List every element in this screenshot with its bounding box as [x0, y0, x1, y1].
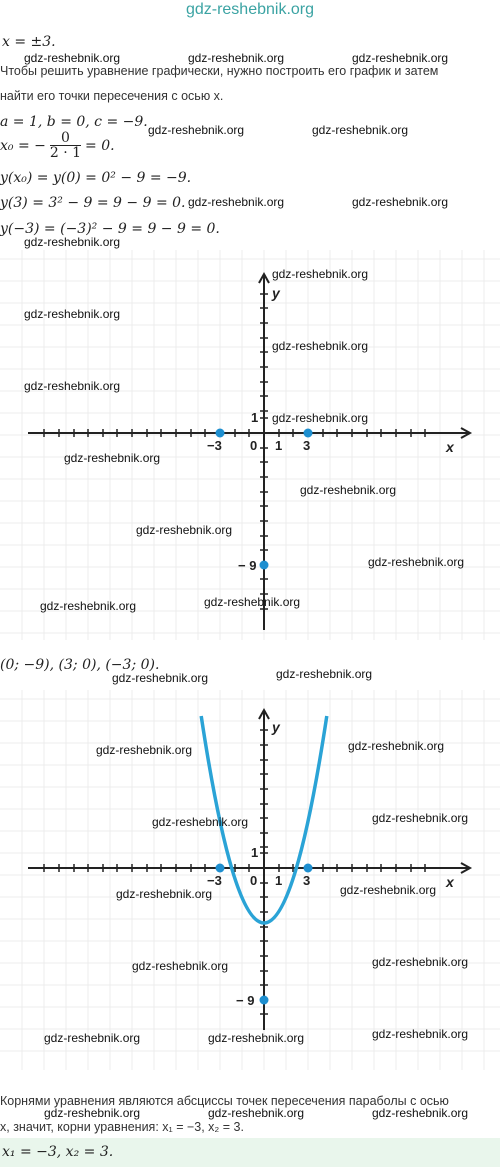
watermark: gdz-reshebnik.org	[352, 195, 449, 209]
conclusion-line-2: x, значит, корни уравнения: x₁ = −3, x₂ …	[0, 1120, 244, 1134]
watermark: gdz-reshebnik.org	[24, 51, 121, 65]
watermark: gdz-reshebnik.org	[372, 1027, 469, 1041]
watermark: gdz-reshebnik.org	[272, 339, 369, 353]
points-list-line: (0; −9), (3; 0), (−3; 0).	[0, 657, 160, 673]
point-0-minus9	[259, 995, 269, 1005]
watermark: gdz-reshebnik.org	[148, 123, 245, 137]
vertex-x-left: x₀ = −	[0, 138, 46, 154]
graph-parabola: x y 0 1 1 −3 3 − 9	[0, 690, 500, 1070]
watermark: gdz-reshebnik.org	[312, 123, 409, 137]
y-axis-arrow	[258, 707, 270, 720]
watermark: gdz-reshebnik.org	[188, 51, 285, 65]
watermark: gdz-reshebnik.org	[272, 267, 369, 281]
watermark: gdz-reshebnik.org	[64, 451, 161, 465]
watermark: gdz-reshebnik.org	[152, 815, 249, 829]
point-0-minus9	[259, 560, 269, 570]
instruction-line-2: найти его точки пересечения с осью x.	[0, 89, 224, 103]
x-tick-1-label: 1	[275, 873, 282, 888]
watermark: gdz-reshebnik.org	[348, 739, 445, 753]
point-minus3-0	[215, 428, 225, 438]
watermark: gdz-reshebnik.org	[300, 483, 397, 497]
origin-label: 0	[250, 438, 257, 453]
watermark: gdz-reshebnik.org	[24, 235, 121, 249]
graph-points: x y 0 1 1 −3 3 − 9	[0, 250, 500, 640]
roots-line: x = ±3.	[2, 34, 56, 50]
point-label-3: 3	[303, 438, 310, 453]
origin-label: 0	[250, 873, 257, 888]
grid	[0, 250, 500, 640]
y-at-3-line: y(3) = 3² − 9 = 9 − 9 = 0.	[0, 195, 186, 211]
grid	[0, 690, 500, 1070]
axis-ticks	[43, 729, 426, 1015]
watermark: gdz-reshebnik.org	[352, 51, 449, 65]
x-axis-label: x	[445, 874, 455, 890]
axis-ticks	[43, 293, 426, 610]
x-axis-label: x	[445, 439, 455, 455]
answer-text: x₁ = −3, x₂ = 3.	[2, 1144, 114, 1160]
watermark: gdz-reshebnik.org	[272, 411, 369, 425]
point-label-minus9: − 9	[236, 993, 254, 1008]
point-minus3-0	[215, 863, 225, 873]
vertex-x-formula: x₀ = − 0 2 · 1 = 0.	[0, 131, 115, 161]
watermark: gdz-reshebnik.org	[188, 195, 285, 209]
point-3-0	[303, 863, 313, 873]
y-axis-label: y	[271, 719, 281, 735]
fraction-numerator: 0	[49, 131, 82, 146]
x-axis-arrow	[460, 862, 473, 874]
watermark: gdz-reshebnik.org	[116, 887, 213, 901]
watermark: gdz-reshebnik.org	[96, 743, 193, 757]
site-link[interactable]: gdz-reshebnik.org	[185, 1, 315, 18]
vertex-x-right: = 0.	[85, 138, 115, 154]
x-axis-arrow	[460, 427, 473, 439]
y-tick-1-label: 1	[251, 410, 258, 425]
vertex-y-line: y(x₀) = y(0) = 0² − 9 = −9.	[0, 170, 192, 186]
y-axis-label: y	[271, 285, 281, 301]
watermark: gdz-reshebnik.org	[40, 599, 137, 613]
watermark: gdz-reshebnik.org	[208, 1106, 305, 1120]
point-3-0	[303, 428, 313, 438]
watermark: gdz-reshebnik.org	[44, 1031, 141, 1045]
point-label-3: 3	[303, 873, 310, 888]
watermark: gdz-reshebnik.org	[204, 595, 301, 609]
watermark: gdz-reshebnik.org	[368, 555, 465, 569]
watermark: gdz-reshebnik.org	[208, 1031, 305, 1045]
x-tick-1-label: 1	[275, 438, 282, 453]
watermark: gdz-reshebnik.org	[372, 1106, 469, 1120]
watermark: gdz-reshebnik.org	[276, 667, 373, 681]
y-axis-arrow	[258, 271, 270, 284]
coefficients-line: a = 1, b = 0, c = −9.	[0, 114, 148, 130]
watermark: gdz-reshebnik.org	[372, 811, 469, 825]
watermark: gdz-reshebnik.org	[340, 883, 437, 897]
point-label-minus3: −3	[207, 438, 222, 453]
watermark: gdz-reshebnik.org	[136, 523, 233, 537]
watermark: gdz-reshebnik.org	[44, 1106, 141, 1120]
y-tick-1-label: 1	[251, 845, 258, 860]
watermark: gdz-reshebnik.org	[24, 307, 121, 321]
watermark: gdz-reshebnik.org	[372, 955, 469, 969]
fraction-denominator: 2 · 1	[49, 145, 82, 161]
point-label-minus9: − 9	[238, 558, 256, 573]
watermark: gdz-reshebnik.org	[112, 671, 209, 685]
instruction-line-1: Чтобы решить уравнение графически, нужно…	[0, 64, 439, 78]
answer-box: x₁ = −3, x₂ = 3.	[0, 1138, 500, 1167]
parabola-curve	[199, 715, 329, 925]
y-at-minus3-line: y(−3) = (−3)² − 9 = 9 − 9 = 0.	[0, 221, 220, 237]
vertex-x-fraction: 0 2 · 1	[49, 131, 82, 161]
watermark: gdz-reshebnik.org	[132, 959, 229, 973]
watermark: gdz-reshebnik.org	[24, 379, 121, 393]
point-label-minus3: −3	[207, 873, 222, 888]
conclusion-line-1: Корнями уравнения являются абсциссы точе…	[0, 1094, 449, 1108]
